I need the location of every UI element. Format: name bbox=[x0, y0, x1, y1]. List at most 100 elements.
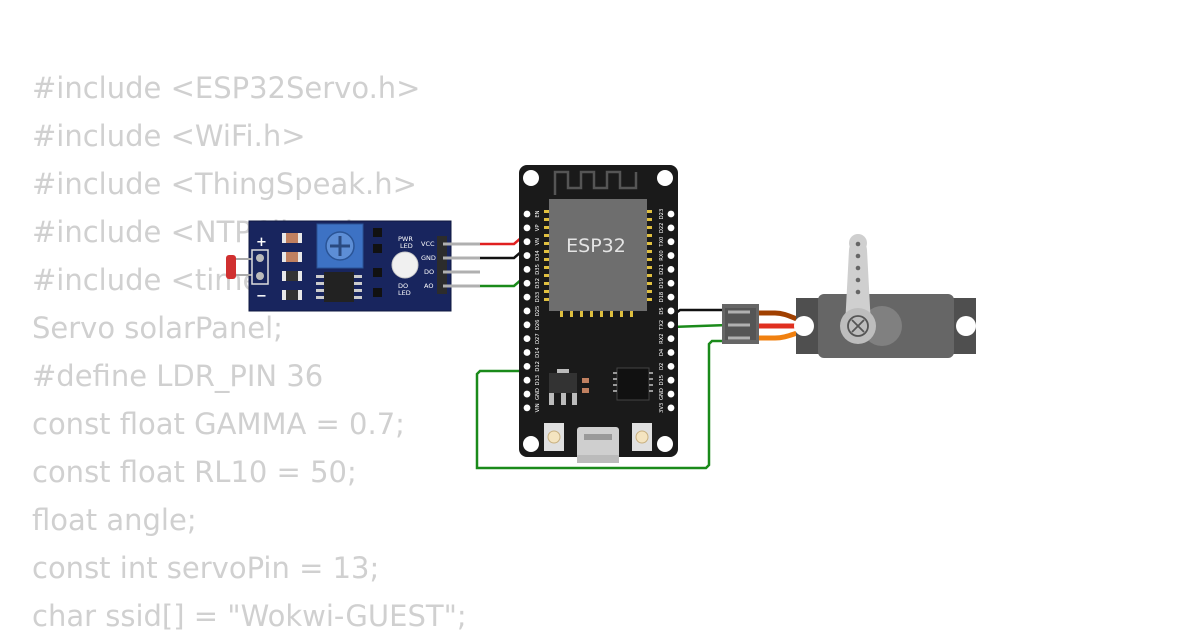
esp32-pin-left-d34[interactable] bbox=[523, 252, 531, 259]
do-led-label-2: LED bbox=[398, 289, 411, 297]
esp32-pin-label-right-d5: D5 bbox=[659, 307, 665, 314]
esp32-pin-label-left-vn: VN bbox=[535, 238, 541, 246]
wire-servo-vcc bbox=[670, 323, 729, 329]
esp32-pin-right-d19[interactable] bbox=[667, 279, 675, 287]
esp32-pin-left-d25[interactable] bbox=[523, 307, 531, 315]
servo-horn[interactable] bbox=[840, 234, 876, 344]
esp32-pin-label-right-gnd: GND bbox=[659, 388, 665, 400]
esp32-pin-label-left-d12: D12 bbox=[535, 361, 541, 372]
ldr-plus-label: + bbox=[256, 235, 267, 250]
esp32-pin-label-right-d4: D4 bbox=[659, 348, 665, 356]
esp32-pin-left-d33[interactable] bbox=[523, 293, 531, 301]
ldr-pin-do: DO bbox=[424, 268, 434, 276]
esp32-pin-label-right-d18: D18 bbox=[659, 292, 665, 303]
boot-button[interactable] bbox=[632, 423, 652, 451]
esp32-pin-left-gnd[interactable] bbox=[523, 390, 531, 398]
ldr-sensor-module[interactable]: + − PWR LED DO LED VCC bbox=[226, 220, 480, 312]
esp32-pin-right-gnd[interactable] bbox=[667, 390, 675, 398]
esp32-pin-label-left-vin: VIN bbox=[535, 403, 541, 412]
esp32-pin-right-d21[interactable] bbox=[667, 266, 675, 273]
code-line: const float RL10 = 50; bbox=[32, 455, 357, 489]
servo-connector bbox=[722, 304, 759, 344]
code-line: float angle; bbox=[32, 503, 197, 537]
potentiometer[interactable] bbox=[316, 223, 364, 269]
do-led bbox=[391, 251, 419, 279]
esp32-pin-label-left-d34: D34 bbox=[535, 250, 541, 261]
code-line: Servo solarPanel; bbox=[32, 311, 283, 345]
esp32-pin-right-d18[interactable] bbox=[667, 293, 675, 301]
esp32-pin-right-rx0[interactable] bbox=[667, 252, 675, 259]
wire-servo-gnd bbox=[671, 308, 728, 315]
esp32-module bbox=[549, 199, 647, 311]
esp32-pin-label-left-d14: D14 bbox=[535, 347, 541, 358]
esp32-pin-right-d2[interactable] bbox=[667, 362, 675, 370]
esp32-pin-right-d4[interactable] bbox=[667, 349, 675, 356]
esp32-pin-label-left-d35: D35 bbox=[535, 264, 541, 275]
do-led-label-1: DO bbox=[398, 282, 408, 290]
esp32-pin-label-left-d33: D33 bbox=[535, 292, 541, 303]
code-line: char ssid[] = "Wokwi-GUEST"; bbox=[32, 599, 467, 633]
esp32-pin-label-right-rx2: RX2 bbox=[659, 333, 665, 343]
servo-screw-icon bbox=[847, 315, 869, 337]
servo-motor[interactable] bbox=[794, 234, 976, 358]
esp32-pin-left-vp[interactable] bbox=[523, 224, 531, 232]
comparator-chip bbox=[324, 272, 354, 302]
esp32-pin-left-d14[interactable] bbox=[523, 349, 531, 356]
esp32-pin-right-d23[interactable] bbox=[667, 210, 675, 218]
esp32-pin-label-left-d25: D25 bbox=[535, 306, 541, 317]
esp32-pin-label-right-d23: D23 bbox=[659, 209, 665, 220]
esp32-pin-label-right-rx0: RX0 bbox=[659, 250, 665, 260]
esp32-pin-right-tx2[interactable] bbox=[667, 321, 675, 329]
code-line: const int servoPin = 13; bbox=[32, 551, 380, 585]
wire-servo-signal bbox=[475, 339, 728, 470]
code-line: const float GAMMA = 0.7; bbox=[32, 407, 405, 441]
ldr-pin-vcc: VCC bbox=[421, 240, 435, 248]
code-line: #define LDR_PIN 36 bbox=[32, 359, 324, 393]
usb-uart-chip bbox=[616, 367, 650, 401]
usb-port[interactable] bbox=[577, 427, 619, 463]
en-button[interactable] bbox=[544, 423, 564, 451]
esp32-pin-right-d5[interactable] bbox=[667, 307, 675, 315]
esp32-pin-left-en[interactable] bbox=[523, 210, 531, 218]
esp32-pin-right-3v3[interactable] bbox=[667, 404, 675, 412]
esp32-pin-left-d27[interactable] bbox=[523, 335, 531, 343]
esp32-pin-left-vn[interactable] bbox=[523, 238, 531, 246]
esp32-pin-left-d26[interactable] bbox=[523, 321, 531, 329]
esp32-pin-label-left-d32: D32 bbox=[535, 278, 541, 289]
esp32-pin-label-left-d13: D13 bbox=[535, 375, 541, 386]
pwr-led-label-2: LED bbox=[400, 242, 413, 250]
esp32-pin-label-right-d19: D19 bbox=[659, 278, 665, 289]
esp32-pin-right-d22[interactable] bbox=[667, 224, 675, 232]
antenna-trace bbox=[553, 170, 638, 195]
esp32-pin-right-rx2[interactable] bbox=[667, 335, 675, 343]
code-line: #include <ESP32Servo.h> bbox=[32, 71, 421, 105]
esp32-pin-right-tx0[interactable] bbox=[667, 238, 675, 246]
esp32-chip-label: ESP32 bbox=[566, 235, 626, 257]
esp32-pin-label-right-d21: D21 bbox=[659, 264, 665, 275]
ldr-pin-gnd: GND bbox=[421, 254, 436, 262]
esp32-pin-label-right-tx0: TX0 bbox=[659, 237, 665, 248]
photoresistor bbox=[226, 255, 236, 279]
esp32-pin-left-vin[interactable] bbox=[523, 404, 531, 412]
esp32-pin-left-d32[interactable] bbox=[523, 279, 531, 287]
esp32-pin-label-right-d2: D2 bbox=[659, 363, 665, 370]
esp32-pin-left-d12[interactable] bbox=[523, 362, 531, 370]
esp32-pin-label-left-en: EN bbox=[535, 210, 541, 217]
esp32-pin-label-left-gnd: GND bbox=[535, 388, 541, 400]
voltage-regulator bbox=[549, 373, 577, 393]
esp32-pin-label-right-tx2: TX2 bbox=[659, 320, 665, 331]
esp32-pin-left-d35[interactable] bbox=[523, 266, 531, 273]
esp32-pin-label-left-d26: D26 bbox=[535, 319, 541, 330]
circuit-diagram: + − PWR LED DO LED VCC bbox=[226, 165, 976, 470]
esp32-pin-label-right-d15: D15 bbox=[659, 375, 665, 386]
esp32-pin-label-left-vp: VP bbox=[535, 225, 541, 232]
code-line: #include <WiFi.h> bbox=[32, 119, 306, 153]
esp32-pin-label-right-d22: D22 bbox=[659, 223, 665, 234]
esp32-pin-right-d15[interactable] bbox=[667, 376, 675, 384]
code-line: #include <ThingSpeak.h> bbox=[32, 167, 417, 201]
ldr-pin-ao: AO bbox=[424, 282, 433, 290]
pwr-led-label-1: PWR bbox=[398, 235, 413, 243]
esp32-pin-left-d13[interactable] bbox=[523, 376, 531, 384]
ldr-minus-label: − bbox=[256, 289, 267, 304]
